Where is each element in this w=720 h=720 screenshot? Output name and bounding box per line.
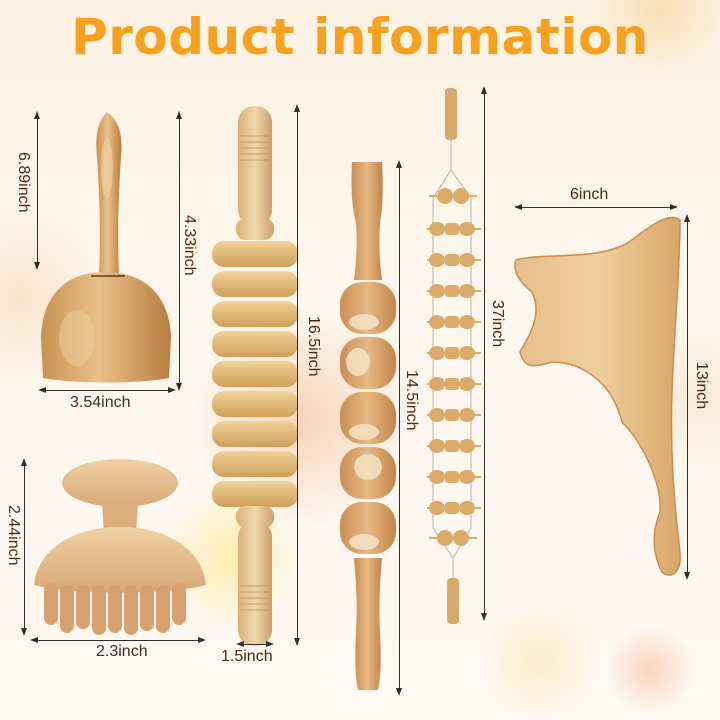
arrow-head: [684, 214, 690, 222]
arrow-head: [34, 111, 40, 119]
arrow-head: [38, 387, 46, 393]
arrow-head: [176, 383, 182, 391]
dimension-label: 2.3inch: [96, 643, 148, 660]
dimension-arrow: [484, 90, 485, 616]
arrow-head: [294, 104, 300, 112]
arrow-head: [198, 637, 206, 643]
product-mushroom-massager: [30, 455, 210, 635]
arrow-head: [21, 458, 27, 466]
dimension-label: 1.5inch: [221, 648, 273, 665]
cube-ball-stick-icon: [340, 162, 396, 690]
arrow-head: [396, 688, 402, 696]
arrow-head: [481, 86, 487, 94]
dimension-arrow: [240, 644, 268, 645]
dimension-label: 37inch: [489, 300, 506, 348]
arrow-head: [30, 637, 38, 643]
arrow-head: [396, 160, 402, 168]
product-rope-roller: [425, 88, 485, 624]
dimension-arrow: [24, 462, 25, 630]
product-roller-stick: [210, 106, 300, 646]
massage-cup-icon: [41, 112, 171, 383]
dimension-arrow: [42, 390, 172, 391]
dimension-arrow: [297, 108, 298, 642]
dimension-label: 4.33inch: [181, 215, 198, 276]
gua-sha-board-icon: [514, 216, 681, 576]
arrow-head: [684, 572, 690, 580]
arrow-head: [236, 641, 244, 647]
arrow-head: [670, 204, 678, 210]
dimension-arrow: [179, 114, 180, 386]
roller-stick-icon: [212, 106, 298, 646]
dimension-label: 3.54inch: [70, 394, 131, 411]
dimension-arrow: [687, 217, 688, 575]
dimension-label: 14.5inch: [403, 370, 420, 431]
arrow-head: [176, 111, 182, 119]
dimension-arrow: [37, 114, 38, 264]
product-massage-cup: [35, 108, 175, 398]
page-title: Product information: [71, 8, 649, 66]
product-cube-ball-stick: [338, 162, 398, 692]
arrow-head: [481, 613, 487, 621]
arrow-head: [34, 262, 40, 270]
dimension-label: 13inch: [693, 362, 710, 410]
arrow-head: [294, 638, 300, 646]
dimension-label: 6.89inch: [15, 152, 32, 213]
mushroom-massager-icon: [34, 459, 206, 635]
product-gua-sha-board: [512, 212, 692, 584]
arrow-head: [21, 628, 27, 636]
dimension-label: 2.44inch: [5, 505, 22, 566]
rope-roller-icon: [427, 88, 481, 624]
arrow-head: [168, 387, 176, 393]
arrow-head: [266, 641, 274, 647]
dimension-label: 6inch: [570, 186, 609, 203]
arrow-head: [514, 204, 522, 210]
dimension-arrow: [34, 640, 200, 641]
dimension-arrow: [399, 163, 400, 691]
dimension-label: 16.5inch: [305, 316, 322, 377]
dimension-arrow: [518, 207, 674, 208]
